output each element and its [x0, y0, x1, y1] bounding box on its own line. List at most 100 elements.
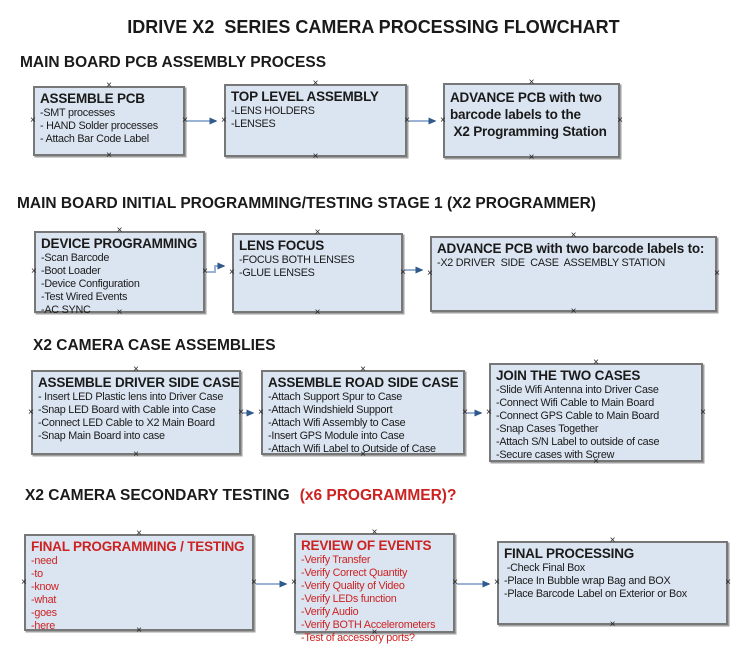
- connection-point-icon: [238, 408, 244, 418]
- box-item: -Snap LED Board with Cable into Case: [38, 404, 216, 416]
- box-item: -Test Wired Events: [41, 291, 128, 303]
- box-title: ASSEMBLE ROAD SIDE CASE: [268, 375, 459, 390]
- connection-point-icon: [494, 578, 500, 588]
- box-title: LENS FOCUS: [239, 238, 325, 253]
- box-item: -Insert GPS Module into Case: [268, 430, 405, 442]
- connection-point-icon: [617, 116, 623, 126]
- box-title-line: barcode labels to the: [450, 107, 581, 122]
- box-title: ASSEMBLE PCB: [40, 91, 145, 106]
- flow-box-advance-pcb-programming-station[interactable]: ADVANCE PCB with two barcode labels to t…: [443, 83, 620, 158]
- box-title: FINAL PROCESSING: [504, 546, 635, 561]
- flow-box-device-programming[interactable]: DEVICE PROGRAMMING -Scan Barcode -Boot L…: [31, 231, 208, 316]
- box-item: -Verify LEDs function: [301, 593, 397, 605]
- connection-point-icon: [182, 116, 188, 126]
- section-heading-initial-programming: MAIN BOARD INITIAL PROGRAMMING/TESTING S…: [17, 195, 596, 212]
- box-item: -Verify Audio: [301, 606, 359, 618]
- box-item: -Place In Bubble wrap Bag and BOX: [504, 575, 671, 587]
- flow-box-final-processing[interactable]: FINAL PROCESSING -Check Final Box -Place…: [497, 541, 728, 625]
- flow-box-review-of-events[interactable]: REVIEW OF EVENTS -Verify Transfer -Verif…: [291, 533, 458, 644]
- box-item: -X2 DRIVER SIDE CASE ASSEMBLY STATION: [437, 257, 665, 269]
- box-item: -Attach S/N Label to outside of case: [496, 436, 660, 448]
- connection-point-icon: [229, 268, 235, 278]
- connection-point-icon: [21, 578, 27, 588]
- connection-point-icon: [571, 307, 577, 317]
- box-item: -Attach Wifi Assembly to Case: [268, 417, 406, 429]
- box-item: -Snap Cases Together: [496, 423, 599, 435]
- connection-point-icon: [714, 269, 720, 279]
- connection-point-icon: [28, 408, 34, 418]
- box-title: ADVANCE PCB with two barcode labels to:: [437, 241, 705, 256]
- connection-point-icon: [315, 308, 321, 318]
- box-item: -LENS HOLDERS: [231, 105, 315, 117]
- box-item: -FOCUS BOTH LENSES: [239, 254, 355, 266]
- connection-point-icon: [106, 151, 112, 161]
- box-item: -Snap Main Board into case: [38, 430, 165, 442]
- box-item: -AC SYNC: [41, 304, 91, 316]
- connection-point-icon: [400, 268, 406, 278]
- connection-point-icon: [202, 267, 208, 277]
- flow-box-final-programming-testing[interactable]: FINAL PROGRAMMING / TESTING -need -to -k…: [21, 534, 257, 632]
- flow-box-assemble-road-side-case[interactable]: ASSEMBLE ROAD SIDE CASE -Attach Support …: [261, 370, 465, 455]
- box-item: -need: [31, 555, 58, 567]
- box-item: -Attach Support Spur to Case: [268, 391, 403, 403]
- section-heading-case-assemblies: X2 CAMERA CASE ASSEMBLIES: [33, 337, 276, 354]
- box-title-line: X2 Programming Station: [450, 124, 607, 139]
- box-title: TOP LEVEL ASSEMBLY: [231, 89, 379, 104]
- box-item: -SMT processes: [40, 107, 115, 119]
- box-item: -Secure cases with Screw: [496, 449, 615, 461]
- connection-point-icon: [30, 116, 36, 126]
- box-item: -Scan Barcode: [41, 252, 110, 264]
- box-title: DEVICE PROGRAMMING: [41, 236, 198, 251]
- page-title: IDRIVE X2 SERIES CAMERA PROCESSING FLOWC…: [127, 17, 620, 37]
- connection-point-icon: [427, 269, 433, 279]
- flow-box-assemble-driver-side-case[interactable]: ASSEMBLE DRIVER SIDE CASE - Insert LED P…: [31, 370, 241, 455]
- box-item: -know: [31, 581, 59, 593]
- box-item: - Attach Bar Code Label: [40, 133, 149, 145]
- connection-point-icon: [440, 116, 446, 126]
- connection-point-icon: [258, 408, 264, 418]
- box-item: -Verify Correct Quantity: [301, 567, 408, 579]
- section-heading-red-part: (x6 PROGRAMMER)?: [299, 487, 457, 504]
- box-item: -to: [31, 568, 43, 580]
- box-item: -Connect GPS Cable to Main Board: [496, 410, 660, 422]
- box-item: -here: [31, 620, 55, 632]
- box-item: -what: [31, 594, 57, 606]
- connection-point-icon: [291, 578, 297, 588]
- flow-box-assemble-pcb[interactable]: ASSEMBLE PCB -SMT processes - HAND Solde…: [33, 86, 185, 156]
- box-item: -Verify Quality of Video: [301, 580, 405, 592]
- box-title: JOIN THE TWO CASES: [496, 368, 641, 383]
- box-item: -Connect Wifi Cable to Main Board: [496, 397, 654, 409]
- box-item: -GLUE LENSES: [239, 267, 315, 279]
- connection-point-icon: [452, 578, 458, 588]
- connection-point-icon: [700, 408, 706, 418]
- connection-point-icon: [486, 408, 492, 418]
- flow-box-advance-pcb-driver-side[interactable]: ADVANCE PCB with two barcode labels to: …: [430, 236, 717, 312]
- box-item: -Test of accessory ports?: [301, 632, 415, 644]
- connection-point-icon: [529, 153, 535, 163]
- box-item: -Slide Wifi Antenna into Driver Case: [496, 384, 659, 396]
- box-item: -Verify BOTH Accelerometers: [301, 619, 436, 631]
- box-item: - Insert LED Plastic lens into Driver Ca…: [38, 391, 224, 403]
- box-title-line: ADVANCE PCB with two: [450, 90, 602, 105]
- connection-point-icon: [404, 116, 410, 126]
- section-heading-secondary-testing: X2 CAMERA SECONDARY TESTING(x6 PROGRAMME…: [25, 487, 456, 505]
- box-item: -Connect LED Cable to X2 Main Board: [38, 417, 215, 429]
- flow-box-lens-focus[interactable]: LENS FOCUS -FOCUS BOTH LENSES -GLUE LENS…: [232, 233, 403, 313]
- connection-point-icon: [313, 152, 319, 162]
- connection-point-icon: [31, 267, 37, 277]
- box-item: -Verify Transfer: [301, 554, 371, 566]
- box-item: -Device Configuration: [41, 278, 140, 290]
- box-item: -Boot Loader: [41, 265, 101, 277]
- box-title: ASSEMBLE DRIVER SIDE CASE: [38, 375, 240, 390]
- connection-point-icon: [462, 408, 468, 418]
- connection-point-icon: [725, 578, 731, 588]
- flow-box-join-the-two-cases[interactable]: JOIN THE TWO CASES -Slide Wifi Antenna i…: [489, 363, 703, 462]
- box-item: - HAND Solder processes: [40, 120, 158, 132]
- section-heading-pcb-assembly: MAIN BOARD PCB ASSEMBLY PROCESS: [20, 54, 327, 71]
- connection-point-icon: [251, 578, 257, 588]
- box-item: -Attach Windshield Support: [268, 404, 393, 416]
- box-title: FINAL PROGRAMMING / TESTING: [31, 539, 245, 554]
- box-item: -Attach Wifi Label to Outside of Case: [268, 443, 436, 455]
- flow-box-top-level-assembly[interactable]: TOP LEVEL ASSEMBLY -LENS HOLDERS -LENSES: [224, 84, 407, 157]
